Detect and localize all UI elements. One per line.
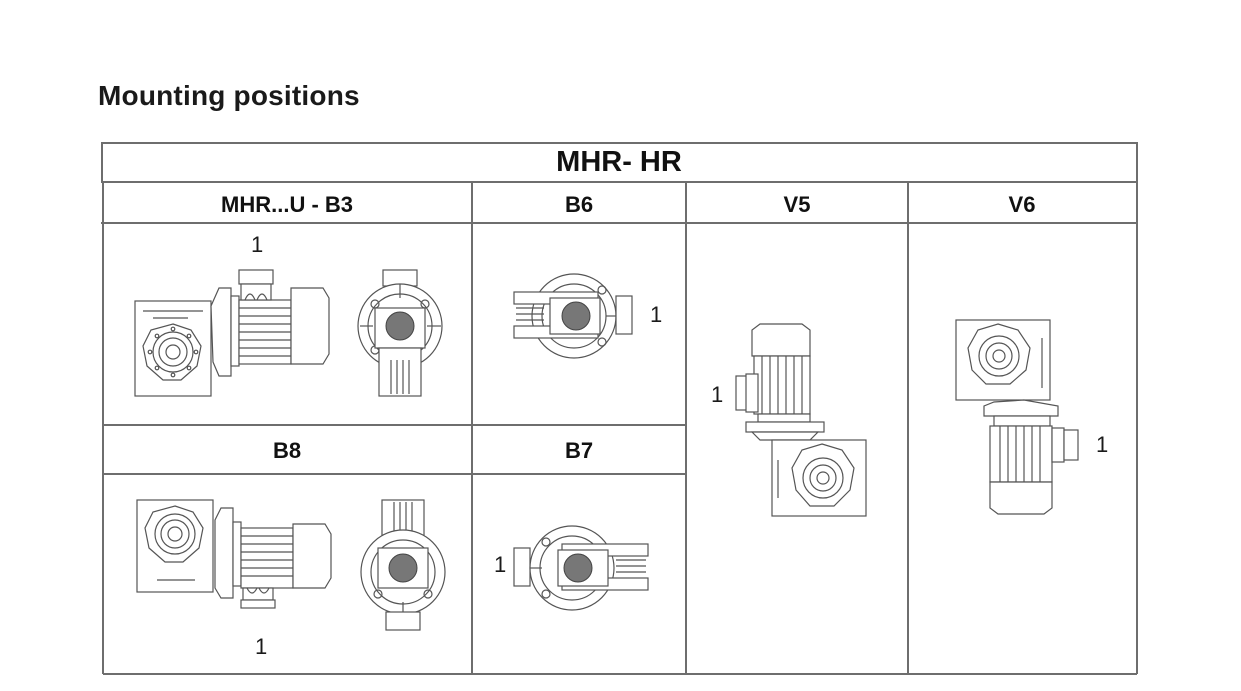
column-header-b3: MHR...U - B3 [221,192,353,217]
table-border-left-top [101,142,103,182]
gearmotor-vertical-v6-icon [955,319,1079,515]
gearmotor-side-view-icon [136,499,332,609]
table-title: MHR- HR [556,146,682,178]
table-divider-lower-row [102,424,686,426]
table-divider-headers [101,222,1137,224]
gearmotor-end-view-icon [357,269,443,397]
table-col-divider-1 [471,181,473,674]
table-divider-title [101,181,1137,183]
row-header-b7: B7 [564,438,594,463]
table-border-left [102,181,104,674]
gearmotor-end-view-icon [360,499,446,631]
terminal-box-marker: 1 [650,302,663,327]
terminal-box-marker: 1 [711,382,724,407]
table-border-right [1136,142,1138,674]
table-border-bottom [103,673,1137,675]
column-header-b6: B6 [564,192,594,217]
page-title: Mounting positions [98,80,360,111]
table-col-divider-3 [907,181,909,674]
gearmotor-vertical-v5-icon [735,323,867,517]
terminal-box-marker: 1 [251,232,264,257]
table-divider-lower-headers [102,473,686,475]
terminal-box-marker: 1 [494,552,507,577]
column-header-v6: V6 [1008,192,1036,217]
terminal-box-marker: 1 [1096,432,1109,457]
gearmotor-end-view-icon [513,273,633,359]
gearmotor-side-view-icon [134,269,330,397]
gearmotor-end-view-icon [513,525,649,611]
table-col-divider-2 [685,181,687,674]
row-header-b8: B8 [272,438,302,463]
terminal-box-marker: 1 [255,634,268,659]
table-border-top [101,142,1137,144]
column-header-v5: V5 [783,192,811,217]
